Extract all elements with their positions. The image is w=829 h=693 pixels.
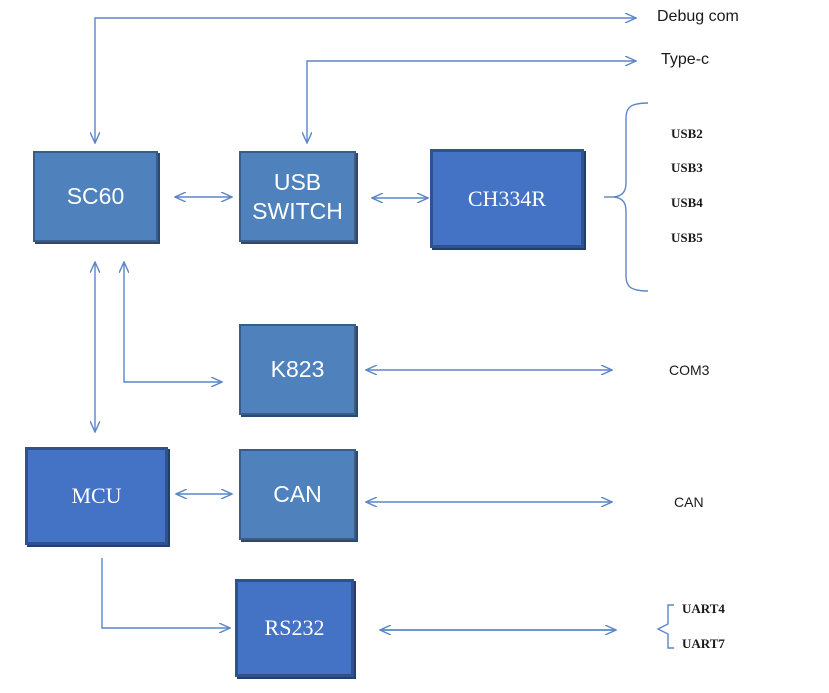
can-block: CAN: [239, 449, 356, 540]
usb5-label: USB5: [671, 230, 703, 245]
ch334r-label: CH334R: [467, 185, 547, 211]
debug-com-label: Debug com: [657, 8, 739, 25]
usb-switch-block: USB SWITCH: [239, 151, 356, 242]
debug-com-connector: [95, 18, 636, 143]
type-c-connector: [307, 61, 636, 143]
can-label: CAN: [273, 481, 322, 508]
usb-switch-label-line1: USB: [273, 168, 322, 195]
k823-label: K823: [270, 356, 325, 383]
sc60-block: SC60: [33, 151, 158, 242]
mcu-block: MCU: [25, 447, 168, 545]
mcu-label: MCU: [71, 483, 122, 508]
usb-brace: [613, 102, 649, 292]
can-output-label: CAN: [674, 494, 704, 510]
usb-switch-label-line2: SWITCH: [252, 197, 343, 224]
uart7-label: UART7: [682, 636, 725, 651]
uart-brace: [656, 604, 674, 649]
type-c-label: Type-c: [661, 51, 710, 68]
com3-label: COM3: [669, 362, 710, 378]
usb4-label: USB4: [671, 195, 703, 210]
usb3-label: USB3: [671, 160, 703, 175]
sc60-label: SC60: [66, 183, 125, 210]
ch334r-block: CH334R: [430, 149, 584, 248]
sc60-k823-connector: [124, 262, 222, 382]
mcu-rs232-connector: [101, 558, 230, 628]
rs232-label: RS232: [264, 615, 325, 640]
uart4-label: UART4: [682, 601, 725, 616]
k823-block: K823: [239, 324, 356, 415]
rs232-block: RS232: [235, 579, 354, 677]
usb2-label: USB2: [671, 126, 703, 141]
